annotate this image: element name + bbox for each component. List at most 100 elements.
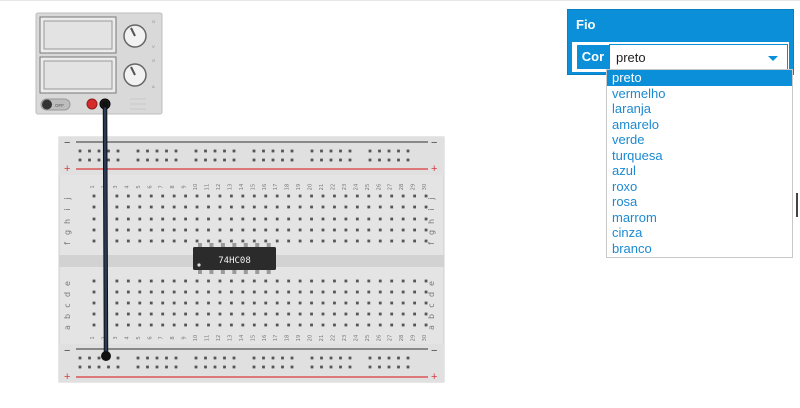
terminal-hole[interactable] — [355, 312, 359, 316]
rail-hole[interactable] — [339, 149, 342, 153]
rail-hole[interactable] — [88, 356, 91, 360]
terminal-hole[interactable] — [172, 301, 176, 305]
terminal-hole[interactable] — [230, 290, 233, 294]
terminal-hole[interactable] — [378, 323, 382, 327]
terminal-hole[interactable] — [310, 239, 313, 243]
rail-hole[interactable] — [406, 149, 410, 153]
terminal-hole[interactable] — [172, 279, 176, 283]
terminal-hole[interactable] — [344, 228, 348, 232]
terminal-hole[interactable] — [172, 239, 176, 243]
terminal-hole[interactable] — [252, 239, 256, 243]
terminal-hole[interactable] — [344, 194, 348, 198]
rail-hole[interactable] — [232, 365, 236, 369]
terminal-hole[interactable] — [424, 228, 428, 232]
rail-hole[interactable] — [348, 365, 352, 369]
terminal-hole[interactable] — [184, 239, 187, 243]
terminal-hole[interactable] — [207, 301, 210, 305]
terminal-hole[interactable] — [321, 301, 325, 305]
terminal-hole[interactable] — [172, 323, 176, 327]
rail-hole[interactable] — [329, 365, 333, 369]
rail-hole[interactable] — [339, 158, 342, 162]
rail-hole[interactable] — [78, 356, 82, 360]
rail-hole[interactable] — [165, 365, 168, 369]
rail-hole[interactable] — [271, 158, 275, 162]
rail-hole[interactable] — [232, 158, 236, 162]
rail-hole[interactable] — [116, 356, 120, 360]
wire-endpoint-bottom[interactable] — [101, 351, 111, 361]
terminal-hole[interactable] — [138, 239, 142, 243]
rail-hole[interactable] — [368, 158, 372, 162]
terminal-hole[interactable] — [126, 205, 130, 209]
rail-hole[interactable] — [78, 365, 82, 369]
terminal-hole[interactable] — [424, 194, 428, 198]
terminal-hole[interactable] — [115, 312, 119, 316]
rail-hole[interactable] — [281, 149, 284, 153]
rail-hole[interactable] — [348, 356, 352, 360]
terminal-hole[interactable] — [344, 217, 348, 221]
terminal-hole[interactable] — [401, 312, 405, 316]
terminal-hole[interactable] — [344, 301, 348, 305]
rail-hole[interactable] — [165, 158, 168, 162]
terminal-hole[interactable] — [195, 312, 199, 316]
terminal-hole[interactable] — [195, 228, 199, 232]
rail-hole[interactable] — [368, 365, 372, 369]
rail-hole[interactable] — [271, 356, 275, 360]
rail-hole[interactable] — [387, 365, 391, 369]
terminal-hole[interactable] — [287, 312, 291, 316]
terminal-hole[interactable] — [138, 194, 142, 198]
terminal-hole[interactable] — [367, 239, 371, 243]
terminal-hole[interactable] — [126, 239, 130, 243]
terminal-hole[interactable] — [287, 228, 291, 232]
terminal-hole[interactable] — [138, 279, 142, 283]
rail-hole[interactable] — [165, 149, 168, 153]
terminal-hole[interactable] — [241, 228, 245, 232]
rail-hole[interactable] — [262, 356, 265, 360]
terminal-hole[interactable] — [390, 312, 394, 316]
terminal-hole[interactable] — [367, 194, 371, 198]
terminal-hole[interactable] — [264, 323, 268, 327]
terminal-hole[interactable] — [218, 205, 222, 209]
color-option-branco[interactable]: branco — [612, 240, 652, 256]
rail-hole[interactable] — [397, 149, 400, 153]
rail-hole[interactable] — [213, 149, 217, 153]
terminal-hole[interactable] — [92, 279, 96, 283]
terminal-hole[interactable] — [424, 301, 428, 305]
rail-hole[interactable] — [194, 158, 198, 162]
terminal-hole[interactable] — [413, 301, 416, 305]
terminal-hole[interactable] — [218, 312, 222, 316]
rail-hole[interactable] — [397, 158, 400, 162]
rail-hole[interactable] — [378, 356, 381, 360]
rail-hole[interactable] — [213, 356, 217, 360]
terminal-hole[interactable] — [390, 228, 394, 232]
rail-hole[interactable] — [223, 356, 226, 360]
terminal-hole[interactable] — [310, 205, 313, 209]
rail-hole[interactable] — [378, 158, 381, 162]
rail-hole[interactable] — [136, 365, 140, 369]
terminal-hole[interactable] — [310, 290, 313, 294]
rail-hole[interactable] — [213, 158, 217, 162]
terminal-hole[interactable] — [161, 279, 165, 283]
color-dropdown-list[interactable]: preto vermelho laranja amarelo verde tur… — [606, 69, 793, 258]
rail-hole[interactable] — [252, 356, 256, 360]
terminal-hole[interactable] — [333, 205, 336, 209]
terminal-hole[interactable] — [321, 205, 325, 209]
rail-hole[interactable] — [88, 158, 91, 162]
rail-hole[interactable] — [97, 356, 101, 360]
rail-hole[interactable] — [107, 365, 110, 369]
terminal-hole[interactable] — [378, 239, 382, 243]
terminal-hole[interactable] — [275, 279, 279, 283]
terminal-hole[interactable] — [207, 290, 210, 294]
rail-hole[interactable] — [116, 149, 120, 153]
rail-hole[interactable] — [136, 158, 140, 162]
terminal-hole[interactable] — [424, 290, 428, 294]
terminal-hole[interactable] — [264, 205, 268, 209]
terminal-hole[interactable] — [333, 239, 336, 243]
terminal-hole[interactable] — [161, 323, 165, 327]
rail-hole[interactable] — [174, 158, 178, 162]
terminal-hole[interactable] — [413, 323, 416, 327]
terminal-hole[interactable] — [230, 279, 233, 283]
color-option-preto[interactable]: preto — [607, 70, 792, 86]
rail-hole[interactable] — [310, 158, 314, 162]
terminal-hole[interactable] — [413, 290, 416, 294]
rail-hole[interactable] — [146, 365, 149, 369]
